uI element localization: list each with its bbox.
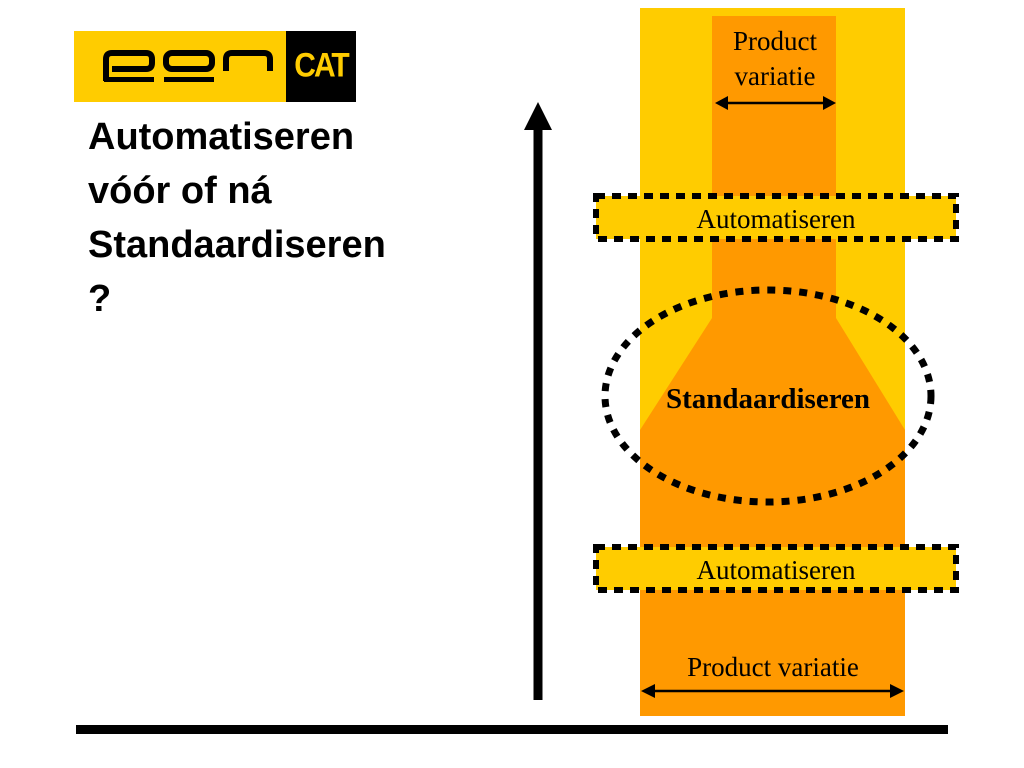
automate-label-bottom: Automatiseren (697, 555, 856, 585)
pon-cat-logo: CAT (74, 31, 356, 102)
standardize-label: Standaardiseren (666, 383, 870, 415)
top-variation-arrowhead-right (823, 96, 836, 110)
cat-logo: CAT (286, 31, 356, 102)
title-line-1: Automatiseren (88, 116, 355, 158)
bottom-variation-arrowhead-left (641, 684, 655, 698)
pon-logo-mark (103, 50, 273, 82)
automate-band-top (593, 193, 959, 242)
standardize-ellipse (601, 286, 935, 506)
top-label-line-1: Product (733, 26, 817, 56)
top-variation-arrowhead-left (715, 96, 728, 110)
vertical-axis-arrowhead (524, 102, 552, 130)
title-line-3: Standaardiseren (88, 224, 386, 266)
automate-band-bottom (593, 544, 959, 593)
horizontal-baseline (76, 725, 948, 734)
automate-label-top: Automatiseren (697, 204, 856, 234)
title-line-2: vóór of ná (88, 170, 272, 212)
cat-logo-text: CAT (294, 46, 349, 85)
bottom-label: Product variatie (687, 652, 859, 682)
orange-funnel (640, 16, 905, 716)
bottom-variation-arrowhead-right (890, 684, 904, 698)
title-line-4: ? (88, 278, 112, 320)
page-title: Automatiseren vóór of ná Standaardiseren… (88, 110, 468, 326)
top-label-line-2: variatie (735, 61, 816, 91)
